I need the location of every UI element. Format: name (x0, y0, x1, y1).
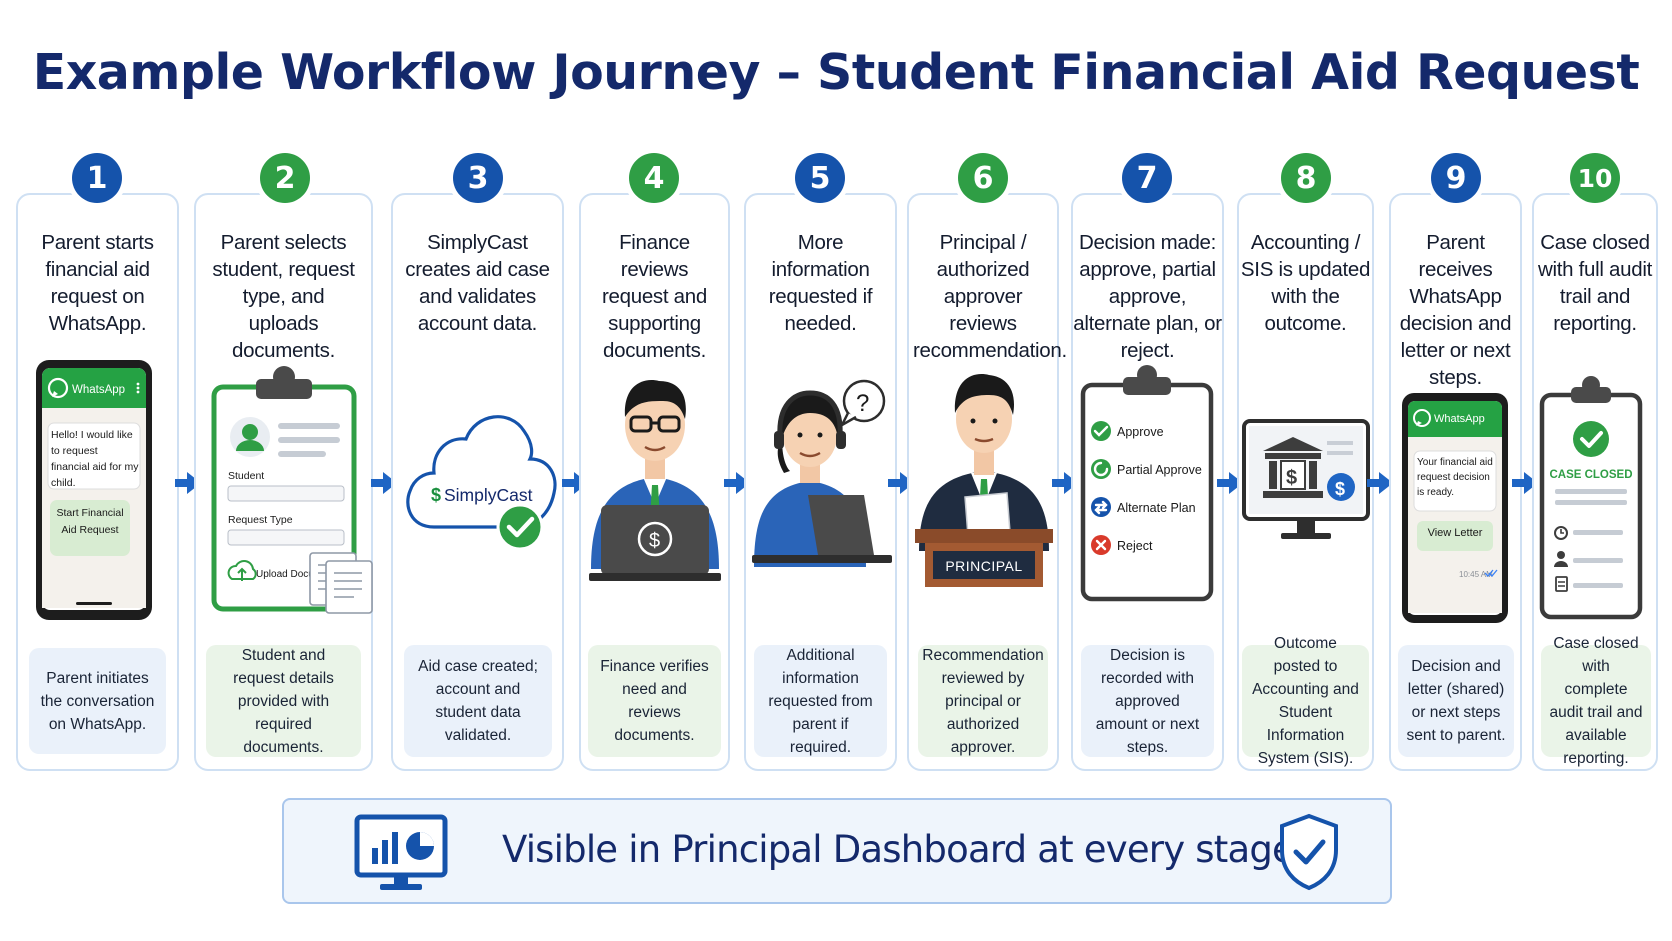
chat-message: Your financial aid request decision is r… (1417, 457, 1493, 498)
step-number-badge: 6 (958, 153, 1008, 203)
question-icon (842, 379, 886, 423)
laptop-icon (601, 505, 709, 575)
arrow-right-icon (1052, 472, 1078, 494)
arrow-right-icon (888, 472, 914, 494)
simplycast-cloud-illustration: $ SimplyCast (400, 355, 560, 625)
step-description: Student and request details provided wit… (206, 645, 361, 757)
page-title: Example Workflow Journey – Student Finan… (32, 44, 1640, 101)
arrow-right-icon (1367, 472, 1393, 494)
request-type-label: Request Type (228, 514, 293, 526)
arrow-right-icon (1217, 472, 1243, 494)
upload-documents-label: Upload Documents (256, 569, 341, 580)
bank-icon (1263, 437, 1323, 451)
check-icon (1573, 421, 1609, 457)
case-closed-clipboard-illustration: CASE CLOSED (1539, 355, 1643, 625)
principal-sign: PRINCIPAL (945, 558, 1022, 574)
document-icon (325, 560, 373, 614)
step-number-badge: 10 (1570, 153, 1620, 203)
step-number-badge: 9 (1431, 153, 1481, 203)
check-icon (496, 503, 544, 551)
simplycast-logo: SimplyCast (444, 485, 533, 505)
support-agent-illustration: ? (748, 355, 896, 625)
whatsapp-icon (1413, 409, 1431, 427)
finance-reviewer-illustration: $ (585, 355, 725, 625)
step-number-badge: 5 (795, 153, 845, 203)
step-number-badge: 7 (1122, 153, 1172, 203)
whatsapp-icon (47, 377, 69, 399)
step-number-badge: 2 (260, 153, 310, 203)
app-name: WhatsApp (72, 384, 125, 396)
step-number-badge: 1 (72, 153, 122, 203)
principal-illustration: PRINCIPAL (911, 355, 1057, 625)
decision-check-icon (1091, 421, 1111, 441)
dollar-icon (1327, 473, 1355, 501)
step-heading: More information requested if needed. (768, 231, 873, 335)
svg-text:$: $ (431, 485, 441, 505)
step-number-badge: 4 (629, 153, 679, 203)
shield-check-icon (1280, 813, 1338, 891)
upload-icon (227, 560, 257, 580)
step-heading: SimplyCast creates aid case and validate… (405, 231, 550, 335)
step-number-badge: 8 (1281, 153, 1331, 203)
step-description: Outcome posted to Accounting and Student… (1242, 635, 1369, 767)
chat-message: Hello! I would like to request financial… (51, 429, 139, 487)
step-heading: Parent selects student, request type, an… (212, 231, 355, 362)
dashboard-banner: Visible in Principal Dashboard at every … (282, 798, 1392, 904)
phone-whatsapp-illustration: WhatsApp Hello! I would like to request … (34, 355, 154, 625)
svg-text:$: $ (649, 530, 660, 552)
user-icon (1557, 551, 1565, 559)
step-description: Aid case created; account and student da… (404, 645, 552, 757)
step-heading: Principal / authorized approver reviews … (913, 231, 1067, 362)
step-number-badge: 3 (453, 153, 503, 203)
svg-text:$: $ (1335, 479, 1345, 499)
start-request-button[interactable]: Start Financial Aid Request (56, 507, 124, 536)
view-letter-button[interactable]: View Letter (1427, 527, 1483, 539)
decision-swap-icon (1091, 497, 1111, 517)
dashboard-monitor-icon (354, 814, 448, 890)
step-heading: Parent starts financial aid request on W… (41, 231, 154, 335)
step-description: Additional information requested from pa… (754, 645, 887, 757)
clock-icon (1554, 526, 1568, 540)
step-description: Finance verifies need and reviews docume… (588, 645, 721, 757)
step-description: Case closed with complete audit trail an… (1541, 635, 1651, 767)
decision-option-label: Approve (1117, 425, 1164, 439)
phone-decision-illustration: WhatsApp Your financial aid request deci… (1399, 355, 1511, 625)
step-heading: Accounting / SIS is updated with the out… (1240, 231, 1371, 335)
decision-option-label: Alternate Plan (1117, 501, 1196, 515)
accounting-monitor-illustration: $ $ (1241, 355, 1371, 625)
arrow-right-icon (1512, 472, 1538, 494)
arrow-right-icon (371, 472, 397, 494)
case-closed-status: CASE CLOSED (1549, 469, 1632, 481)
step-description: Decision is recorded with approved amoun… (1081, 645, 1214, 757)
user-icon (242, 424, 258, 440)
step-heading: Case closed with full audit trail and re… (1537, 231, 1652, 335)
app-name: WhatsApp (1434, 413, 1485, 425)
arrow-right-icon (175, 472, 201, 494)
svg-text:$: $ (1286, 467, 1297, 489)
step-heading: Decision made: approve, partial approve,… (1073, 231, 1222, 362)
clipboard-form-illustration: Student Request Type Upload Documents (208, 355, 376, 625)
headset-icon (777, 390, 843, 438)
dashboard-banner-text: Visible in Principal Dashboard at every … (502, 828, 1295, 871)
arrow-right-icon (724, 472, 750, 494)
document-icon (1555, 576, 1568, 592)
arrow-right-icon (562, 472, 588, 494)
step-description: Recommendation reviewed by principal or … (918, 645, 1048, 757)
read-receipt-icon (1484, 569, 1498, 577)
step-heading: Finance reviews request and supporting d… (602, 231, 707, 362)
step-description: Parent initiates the conversation on Wha… (29, 648, 166, 754)
step-description: Decision and letter (shared) or next ste… (1398, 645, 1514, 757)
step-heading: Parent receives WhatsApp decision and le… (1399, 231, 1512, 389)
laptop-icon (808, 495, 874, 555)
student-label: Student (228, 470, 264, 482)
decision-option-label: Reject (1117, 539, 1153, 553)
cloud-icon (406, 415, 557, 529)
decision-option-label: Partial Approve (1117, 463, 1202, 477)
message-time: 10:45 AM (1459, 570, 1493, 579)
svg-text:?: ? (856, 390, 869, 417)
